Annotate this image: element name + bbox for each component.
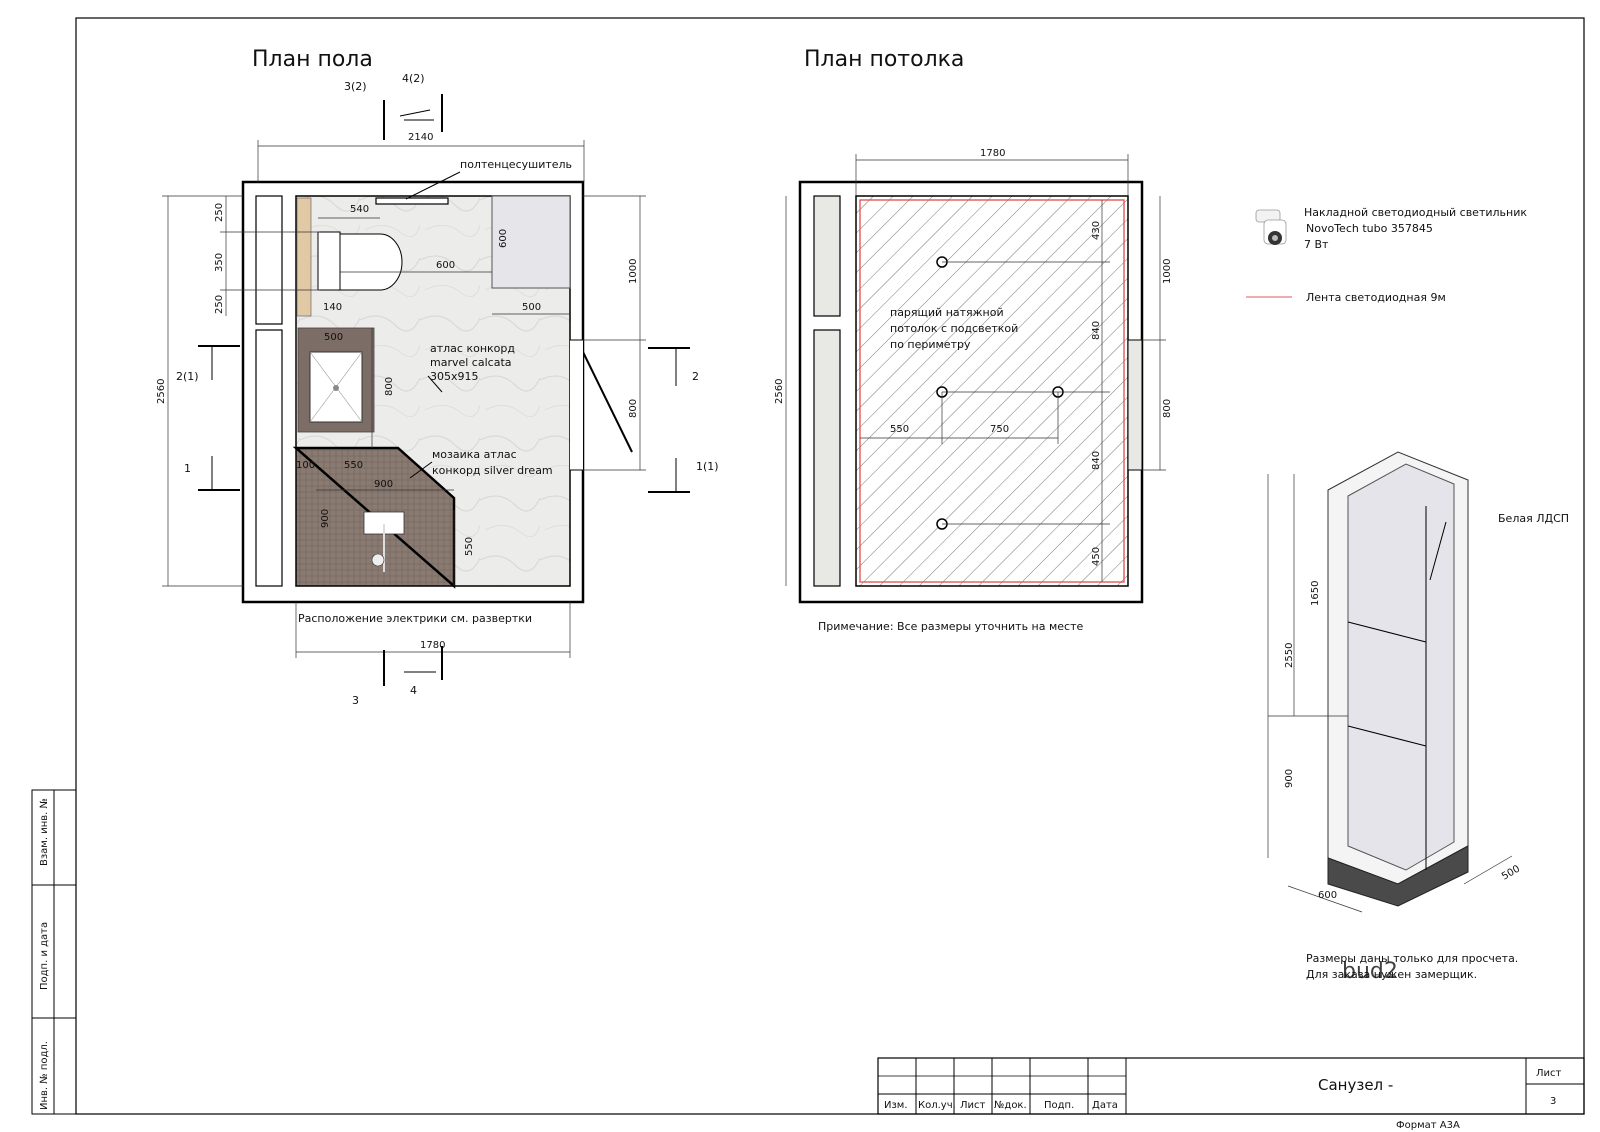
- svg-text:350: 350: [214, 253, 225, 272]
- ceiling-dims: 430 840 840 450 550 750 1780 2560 1000 8…: [774, 148, 1173, 586]
- svg-text:900: 900: [374, 479, 393, 490]
- svg-text:140: 140: [323, 302, 342, 313]
- section-markers: 2(1) 1 2 1(1) 3 4: [176, 345, 719, 707]
- cabinet-note-1: Размеры даны только для просчета.: [1306, 952, 1518, 965]
- section-marker-top: 3(2) 4(2): [344, 72, 443, 140]
- svg-text:2: 2: [692, 370, 699, 383]
- svg-text:100: 100: [296, 460, 315, 471]
- watermark: bud2: [1342, 959, 1398, 984]
- svg-text:500: 500: [324, 332, 343, 343]
- svg-text:900: 900: [320, 509, 331, 528]
- ceiling-note: Примечание: Все размеры уточнить на мест…: [818, 620, 1084, 633]
- svg-text:2550: 2550: [1284, 643, 1295, 668]
- tb-col-ndok: №док.: [994, 1100, 1027, 1111]
- svg-text:900: 900: [1284, 769, 1295, 788]
- stamp-text-a: Взам. инв. №: [39, 798, 50, 866]
- svg-text:800: 800: [628, 399, 639, 418]
- svg-text:Лента светодиодная 9м: Лента светодиодная 9м: [1306, 291, 1446, 304]
- section-4-2: 4(2): [402, 72, 425, 85]
- svg-text:7 Вт: 7 Вт: [1304, 238, 1329, 251]
- tile-label-2: marvel calcata: [430, 356, 512, 369]
- svg-text:600: 600: [498, 229, 509, 248]
- floor-height-left: 2560: [156, 379, 167, 404]
- svg-text:500: 500: [522, 302, 541, 313]
- svg-text:550: 550: [344, 460, 363, 471]
- svg-text:840: 840: [1091, 451, 1102, 470]
- svg-text:1650: 1650: [1310, 581, 1321, 606]
- project-title: Санузел -: [1318, 1076, 1393, 1094]
- floor-plan-title: План пола: [252, 47, 373, 72]
- svg-text:250: 250: [214, 295, 225, 314]
- svg-text:1780: 1780: [980, 148, 1005, 159]
- svg-text:540: 540: [350, 204, 369, 215]
- sheet-format: Формат А3А: [1396, 1120, 1460, 1131]
- svg-text:500: 500: [1500, 864, 1522, 883]
- svg-text:1000: 1000: [1162, 259, 1173, 284]
- floor-note: Расположение электрики см. развертки: [298, 612, 532, 625]
- svg-text:450: 450: [1091, 547, 1102, 566]
- sheet-label: Лист: [1536, 1068, 1562, 1079]
- svg-text:840: 840: [1091, 321, 1102, 340]
- ceiling-plan-title: План потолка: [804, 47, 964, 72]
- cabinet-drawing: Белая ЛДСП 2550 1650 900 600 500: [1267, 451, 1569, 913]
- floor-width-bottom: 1780: [420, 640, 445, 651]
- ceiling-label-3: по периметру: [890, 338, 971, 351]
- ceiling-lamps: [860, 200, 1110, 582]
- sheet-number: 3: [1550, 1096, 1556, 1107]
- floor-outer-dims: 2140 2560 250 350 250 1000 800 1780: [156, 132, 646, 658]
- led-strip-perimeter: [859, 199, 1125, 583]
- door-leaf: [582, 351, 633, 453]
- legend: Накладной светодиодный светильник NovoTe…: [1246, 206, 1527, 304]
- svg-text:1000: 1000: [628, 259, 639, 284]
- towel-label: полтенцесушитель: [460, 158, 572, 171]
- wash-cabinet: [491, 195, 571, 289]
- tb-col-kol: Кол.уч.: [918, 1100, 956, 1111]
- title-block: Изм. Кол.уч. Лист №док. Подп. Дата Сануз…: [877, 1057, 1585, 1131]
- svg-text:3: 3: [352, 694, 359, 707]
- spotlight-icon: [1255, 209, 1287, 245]
- towel-warmer: [375, 197, 449, 205]
- sheet-frame: [75, 17, 1585, 1115]
- mosaic-label-1: мозаика атлас: [432, 448, 517, 461]
- floor-width-top: 2140: [408, 132, 433, 143]
- svg-text:4: 4: [410, 684, 417, 697]
- svg-text:NovoTech tubo 357845: NovoTech tubo 357845: [1306, 222, 1433, 235]
- floor-inner-dims: 540 600 600 500 140 500 800 100 550 900 …: [296, 204, 570, 586]
- svg-text:1(1): 1(1): [696, 460, 719, 473]
- toilet: [317, 231, 403, 291]
- ceiling-label-2: потолок с подсветкой: [890, 322, 1018, 335]
- svg-text:Накладной светодиодный светиль: Накладной светодиодный светильник: [1304, 206, 1527, 219]
- tb-col-data: Дата: [1092, 1100, 1118, 1111]
- svg-text:550: 550: [464, 537, 475, 556]
- svg-text:600: 600: [1318, 890, 1337, 901]
- cabinet-note-2: Для заказа нужен замерщик.: [1306, 968, 1477, 981]
- svg-text:550: 550: [890, 424, 909, 435]
- stretch-ceiling: [855, 195, 1129, 587]
- tb-col-podp: Подп.: [1044, 1100, 1074, 1111]
- cabinet-label: Белая ЛДСП: [1498, 512, 1569, 525]
- svg-text:2560: 2560: [774, 379, 785, 404]
- svg-text:1: 1: [184, 462, 191, 475]
- tile-label-1: атлас конкорд: [430, 342, 515, 355]
- svg-text:600: 600: [436, 260, 455, 271]
- tb-col-list: Лист: [960, 1100, 986, 1111]
- svg-text:250: 250: [214, 203, 225, 222]
- section-3-2: 3(2): [344, 80, 367, 93]
- stamp-text-c: Инв. № подл.: [39, 1041, 50, 1110]
- svg-text:2(1): 2(1): [176, 370, 199, 383]
- mosaic-label-2: конкорд silver dream: [432, 464, 553, 477]
- tb-col-izm: Изм.: [884, 1100, 908, 1111]
- stamp-text-b: Подп. и дата: [39, 922, 50, 990]
- svg-text:430: 430: [1091, 221, 1102, 240]
- tile-label-3: 305x915: [430, 370, 479, 383]
- svg-text:750: 750: [990, 424, 1009, 435]
- ceiling-label-1: парящий натяжной: [890, 306, 1004, 319]
- side-stamp: Взам. инв. № Подп. и дата Инв. № подл.: [31, 789, 77, 1115]
- svg-text:800: 800: [1162, 399, 1173, 418]
- svg-text:800: 800: [384, 377, 395, 396]
